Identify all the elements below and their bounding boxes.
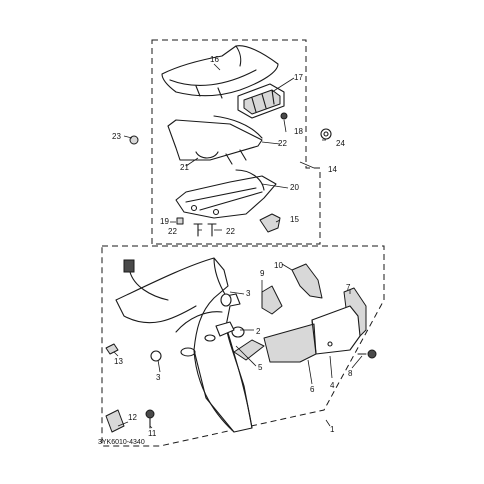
callout-15: 15 (290, 215, 299, 224)
bracket-part-15 (259, 213, 281, 233)
clip-part-23 (129, 135, 139, 145)
screw-part-8 (357, 349, 377, 359)
plate-part-5 (233, 339, 265, 361)
callout-22: 22 (226, 227, 235, 236)
callout-3: 3 (246, 289, 251, 298)
screw-part-11 (145, 409, 155, 429)
lens-part-9 (261, 285, 283, 315)
upper-cover-part-16 (161, 45, 279, 99)
reflector-part-12 (105, 409, 125, 433)
callout-18: 18 (294, 127, 303, 136)
callout-5: 5 (258, 363, 263, 372)
callout-8: 8 (348, 369, 353, 378)
callout-3: 3 (156, 373, 161, 382)
callout-4: 4 (330, 381, 335, 390)
drawing-code: 3YK6010-4340 (98, 439, 145, 446)
callout-1: 1 (330, 425, 335, 434)
callout-23: 23 (112, 132, 121, 141)
connector (123, 259, 135, 273)
rear-fender (115, 257, 253, 433)
callout-2: 2 (256, 327, 261, 336)
upper-assembly-boundary (151, 39, 321, 245)
bulb-part-2 (215, 321, 235, 337)
callout-17: 17 (294, 73, 303, 82)
callout-6: 6 (310, 385, 315, 394)
callout-7: 7 (346, 283, 351, 292)
nut-part-19 (176, 217, 184, 225)
harness-wire (213, 115, 263, 139)
callout-20: 20 (290, 183, 299, 192)
screw-22-b (207, 223, 217, 237)
lower-assembly-boundary (101, 245, 385, 447)
bracket-part-21 (167, 119, 263, 165)
callout-12: 12 (128, 413, 137, 422)
screw-part-18 (280, 112, 288, 120)
lens-housing-part-4-6 (263, 305, 361, 363)
reflector-part-10 (291, 263, 323, 299)
grommet-part-24 (320, 128, 332, 140)
leader-lines (113, 63, 363, 429)
callout-14: 14 (328, 165, 337, 174)
callout-16: 16 (210, 55, 219, 64)
callout-24: 24 (336, 139, 345, 148)
nut-part-13 (105, 343, 119, 355)
callout-13: 13 (114, 357, 123, 366)
tail-light-part-17 (237, 83, 285, 119)
callout-22: 22 (278, 139, 287, 148)
callout-19: 19 (160, 217, 169, 226)
callout-9: 9 (260, 269, 265, 278)
socket-part-3 (150, 293, 245, 362)
callout-22: 22 (168, 227, 177, 236)
base-plate-part-20 (175, 169, 277, 219)
callout-10: 10 (274, 261, 283, 270)
connector-wire (129, 271, 169, 301)
callout-21: 21 (180, 163, 189, 172)
callout-11: 11 (148, 429, 157, 438)
